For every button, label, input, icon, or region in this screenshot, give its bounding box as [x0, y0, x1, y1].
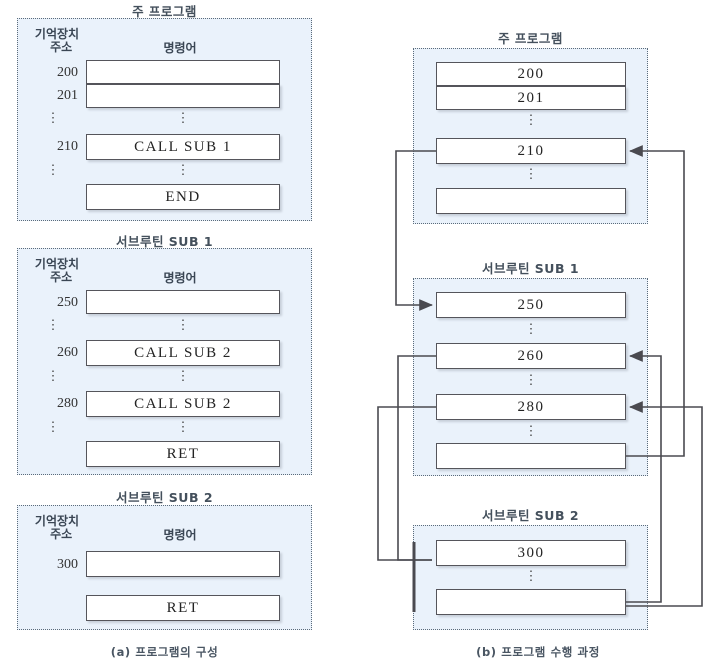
right-panel-2-dots-2: ⋮ — [436, 423, 626, 438]
right-panel-2-cell-6 — [436, 443, 626, 469]
left-panel-1-address-3: 210 — [57, 139, 78, 154]
right-panel-3-cell-0: 300 — [436, 540, 626, 566]
left-panel-3-address-0: 300 — [57, 557, 78, 572]
dots-glyph: ⋮ — [524, 112, 538, 127]
left-panel-2-cell-2: CALL SUB 2 — [86, 340, 280, 366]
left-panel-3-cell-0 — [86, 551, 280, 577]
dots-glyph: ⋮ — [524, 423, 538, 438]
left-panel-2-address-4: 280 — [57, 396, 78, 411]
right-panel-1-cell-0: 200 — [436, 62, 626, 86]
left-panel-3-title: 서브루틴 SUB 2 — [115, 490, 214, 505]
left-panel-2-cell-dots-2: ⋮ — [86, 419, 280, 434]
dots-glyph: ⋮ — [46, 162, 60, 177]
left-panel-2-header-address: 기억장치 주소 — [34, 257, 80, 284]
dots-glyph: ⋮ — [524, 568, 538, 583]
left-panel-1-address-0: 200 — [57, 65, 78, 80]
right-panel-2-dots-1: ⋮ — [436, 372, 626, 387]
left-panel-2-cell-0 — [86, 290, 280, 314]
right-panel-1-title: 주 프로그램 — [498, 31, 563, 46]
left-panel-1-cell-0 — [86, 60, 280, 84]
right-panel-1-cell-1: 201 — [436, 86, 626, 110]
right-panel-1-cell-3: 210 — [436, 138, 626, 164]
left-panel-2-header-instruction: 명령어 — [163, 271, 197, 285]
left-panel-1-address-dots-1: ⋮ — [28, 162, 78, 177]
right-panel-2-cell-0: 250 — [436, 292, 626, 318]
left-panel-1-address-1: 201 — [57, 88, 78, 103]
dots-glyph: ⋮ — [524, 321, 538, 336]
right-panel-1-dots-1: ⋮ — [436, 166, 626, 181]
right-figure-caption: (b) 프로그램 수행 과정 — [476, 645, 600, 659]
left-panel-2-address-dots-1: ⋮ — [28, 368, 78, 383]
right-panel-2-title: 서브루틴 SUB 1 — [481, 261, 580, 276]
left-panel-1-address-dots-0: ⋮ — [28, 110, 78, 125]
left-panel-2-address-0: 250 — [57, 295, 78, 310]
dots-glyph: ⋮ — [176, 419, 190, 434]
left-figure-caption: (a) 프로그램의 구성 — [110, 645, 219, 659]
right-panel-2-cell-4: 280 — [436, 394, 626, 420]
left-panel-1-cell-dots-0: ⋮ — [86, 110, 280, 125]
left-panel-1-cell-dots-1: ⋮ — [86, 162, 280, 177]
dots-glyph: ⋮ — [176, 368, 190, 383]
right-panel-3-title: 서브루틴 SUB 2 — [481, 508, 580, 523]
dots-glyph: ⋮ — [176, 110, 190, 125]
right-panel-1-cell-5 — [436, 188, 626, 214]
left-panel-1-cell-3: CALL SUB 1 — [86, 134, 280, 160]
left-panel-2-title: 서브루틴 SUB 1 — [115, 234, 214, 249]
dots-glyph: ⋮ — [524, 372, 538, 387]
left-panel-2-cell-4: CALL SUB 2 — [86, 391, 280, 417]
dots-glyph: ⋮ — [46, 317, 60, 332]
left-panel-1-cell-1 — [86, 84, 280, 108]
left-panel-2-address-dots-0: ⋮ — [28, 317, 78, 332]
left-panel-2-cell-6: RET — [86, 441, 280, 467]
right-panel-3-cell-2 — [436, 589, 626, 615]
right-panel-2-cell-2: 260 — [436, 343, 626, 369]
left-panel-2-cell-dots-0: ⋮ — [86, 317, 280, 332]
left-panel-1-header-address: 기억장치 주소 — [34, 27, 80, 54]
left-panel-1-cell-5: END — [86, 184, 280, 210]
dots-glyph: ⋮ — [46, 419, 60, 434]
left-panel-2-cell-dots-1: ⋮ — [86, 368, 280, 383]
dots-glyph: ⋮ — [46, 110, 60, 125]
left-panel-1-header-instruction: 명령어 — [163, 41, 197, 55]
right-panel-2-dots-0: ⋮ — [436, 321, 626, 336]
dots-glyph: ⋮ — [524, 166, 538, 181]
left-panel-3-header-instruction: 명령어 — [163, 528, 197, 542]
left-panel-1-title: 주 프로그램 — [132, 4, 197, 19]
left-panel-2-address-2: 260 — [57, 345, 78, 360]
dots-glyph: ⋮ — [46, 368, 60, 383]
dots-glyph: ⋮ — [176, 317, 190, 332]
right-panel-3-dots-0: ⋮ — [436, 568, 626, 583]
left-panel-3-header-address: 기억장치 주소 — [34, 514, 80, 541]
left-panel-2-address-dots-2: ⋮ — [28, 419, 78, 434]
left-panel-3-cell-1: RET — [86, 595, 280, 621]
dots-glyph: ⋮ — [176, 162, 190, 177]
right-panel-1-dots-0: ⋮ — [436, 112, 626, 127]
